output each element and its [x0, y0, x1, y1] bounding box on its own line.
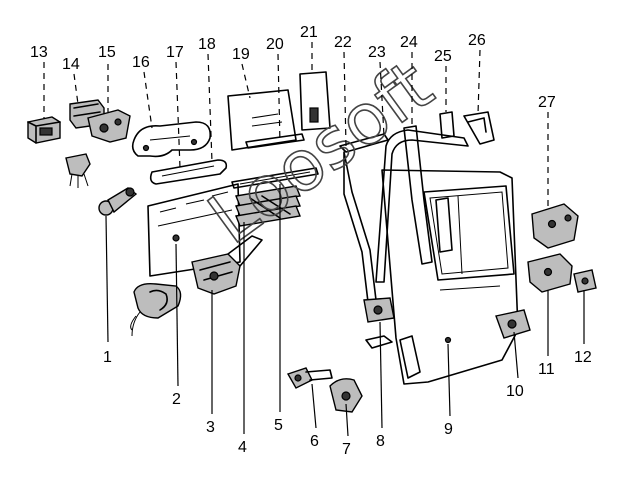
- part-5-belt-weatherstrip: [231, 167, 319, 189]
- part-door-trim-panel: [147, 183, 241, 277]
- part-window-handle: [65, 153, 91, 188]
- callout-7: 7: [342, 441, 351, 458]
- part-10-inside-handle: [495, 309, 531, 339]
- part-8-door-check: [363, 297, 395, 349]
- part-16-arm-rest: [131, 121, 212, 158]
- part-25-inner-channel: [435, 111, 455, 253]
- callout-26: 26: [468, 32, 486, 49]
- part-7-door-latch: [329, 378, 363, 413]
- callout-6: 6: [310, 433, 319, 450]
- callout-1: 1: [103, 349, 112, 366]
- callout-27: 27: [538, 94, 556, 111]
- part-9-rear-door-shell: [381, 169, 519, 385]
- callout-18: 18: [198, 36, 216, 53]
- part-24-glass-run: [403, 125, 433, 265]
- callout-labels: 13 14 15 16 17 18 19 20 21 22 23 24 25 2…: [30, 24, 592, 458]
- callout-17: 17: [166, 44, 184, 61]
- part-17-pull-handle: [149, 159, 228, 185]
- callout-11: 11: [538, 361, 555, 378]
- part-12-striker-plate: [573, 269, 597, 293]
- part-3-window-regulator: [191, 235, 263, 295]
- callout-10: 10: [506, 383, 524, 400]
- watermark: Loosoft: [194, 44, 447, 259]
- callout-8: 8: [376, 433, 385, 450]
- callout-3: 3: [206, 419, 215, 436]
- callout-23: 23: [368, 44, 386, 61]
- part-19-door-glass: [227, 89, 305, 151]
- callout-21: 21: [300, 24, 318, 41]
- callout-22: 22: [334, 34, 352, 51]
- callout-4: 4: [238, 439, 247, 456]
- callout-19: 19: [232, 46, 250, 63]
- callout-12: 12: [574, 349, 592, 366]
- callout-20: 20: [266, 36, 284, 53]
- part-13-lock-cylinder: [27, 116, 61, 144]
- callout-25: 25: [434, 48, 452, 65]
- callout-13: 13: [30, 44, 48, 61]
- callout-16: 16: [132, 54, 150, 71]
- part-2-window-motor: [130, 282, 182, 337]
- callout-14: 14: [62, 56, 80, 73]
- part-11-lower-hinge: [527, 253, 573, 293]
- leader-lines: [43, 42, 585, 437]
- part-27-upper-hinge: [531, 203, 579, 249]
- callout-5: 5: [274, 417, 283, 434]
- callout-9: 9: [444, 421, 453, 438]
- part-23-door-frame-seal: [375, 129, 469, 283]
- part-26-outer-channel: [463, 111, 495, 145]
- part-4-window-channel: [235, 185, 301, 227]
- callout-24: 24: [400, 34, 418, 51]
- part-6-door-striker: [286, 367, 333, 389]
- part-15-handle-bracket: [87, 109, 131, 143]
- callout-2: 2: [172, 391, 181, 408]
- part-21-vent-glass: [299, 71, 331, 131]
- part-1-window-crank: [98, 187, 138, 216]
- callout-15: 15: [98, 44, 116, 61]
